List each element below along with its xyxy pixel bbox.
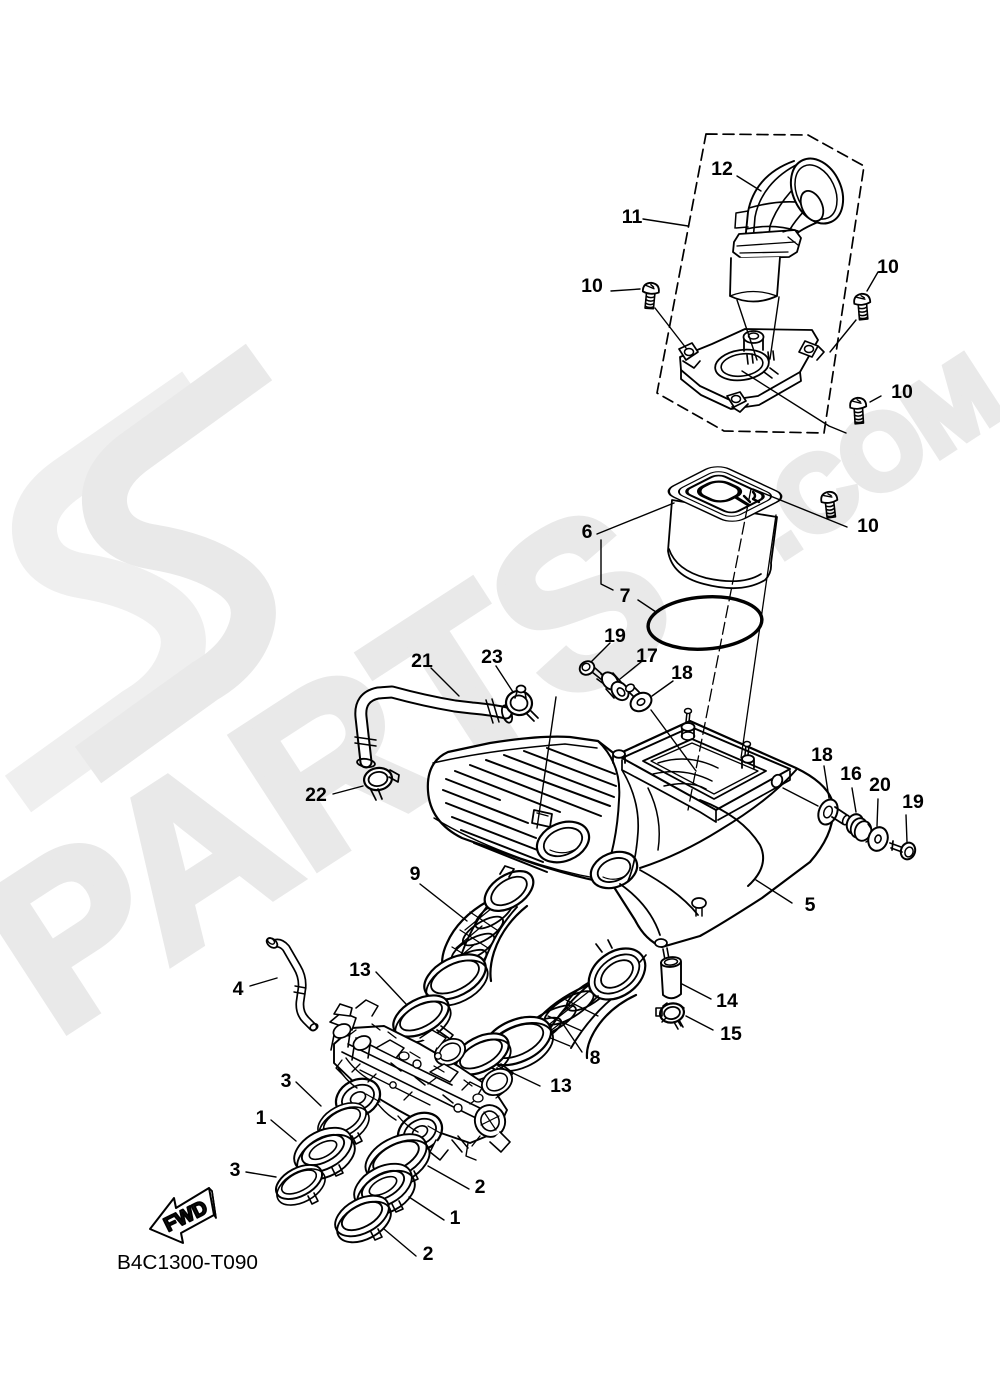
- svg-text:7: 7: [620, 585, 631, 607]
- svg-text:20: 20: [869, 774, 891, 796]
- svg-text:B4C1300-T090: B4C1300-T090: [117, 1252, 258, 1274]
- svg-text:13: 13: [349, 959, 371, 981]
- svg-text:8: 8: [590, 1047, 601, 1069]
- svg-text:18: 18: [811, 744, 833, 766]
- svg-text:2: 2: [475, 1176, 486, 1198]
- svg-text:21: 21: [411, 650, 433, 672]
- svg-text:13: 13: [550, 1075, 572, 1097]
- svg-text:10: 10: [857, 515, 879, 537]
- svg-text:10: 10: [581, 275, 603, 297]
- svg-text:1: 1: [450, 1207, 461, 1229]
- svg-text:2: 2: [423, 1243, 434, 1265]
- svg-text:3: 3: [281, 1070, 292, 1092]
- svg-text:5: 5: [805, 894, 816, 916]
- svg-text:3: 3: [230, 1159, 241, 1181]
- svg-text:17: 17: [636, 645, 658, 667]
- svg-text:11: 11: [622, 206, 643, 228]
- svg-text:23: 23: [481, 646, 503, 668]
- svg-text:16: 16: [840, 763, 862, 785]
- svg-text:4: 4: [233, 978, 244, 1000]
- svg-text:12: 12: [711, 158, 733, 180]
- svg-text:19: 19: [902, 791, 924, 813]
- svg-text:9: 9: [410, 863, 421, 885]
- svg-text:1: 1: [256, 1107, 267, 1129]
- svg-text:15: 15: [720, 1023, 742, 1045]
- svg-text:22: 22: [305, 784, 327, 806]
- svg-text:14: 14: [716, 990, 738, 1012]
- svg-text:10: 10: [877, 256, 899, 278]
- svg-text:19: 19: [604, 625, 626, 647]
- svg-text:6: 6: [582, 521, 593, 543]
- svg-text:18: 18: [671, 662, 693, 684]
- svg-text:10: 10: [891, 381, 913, 403]
